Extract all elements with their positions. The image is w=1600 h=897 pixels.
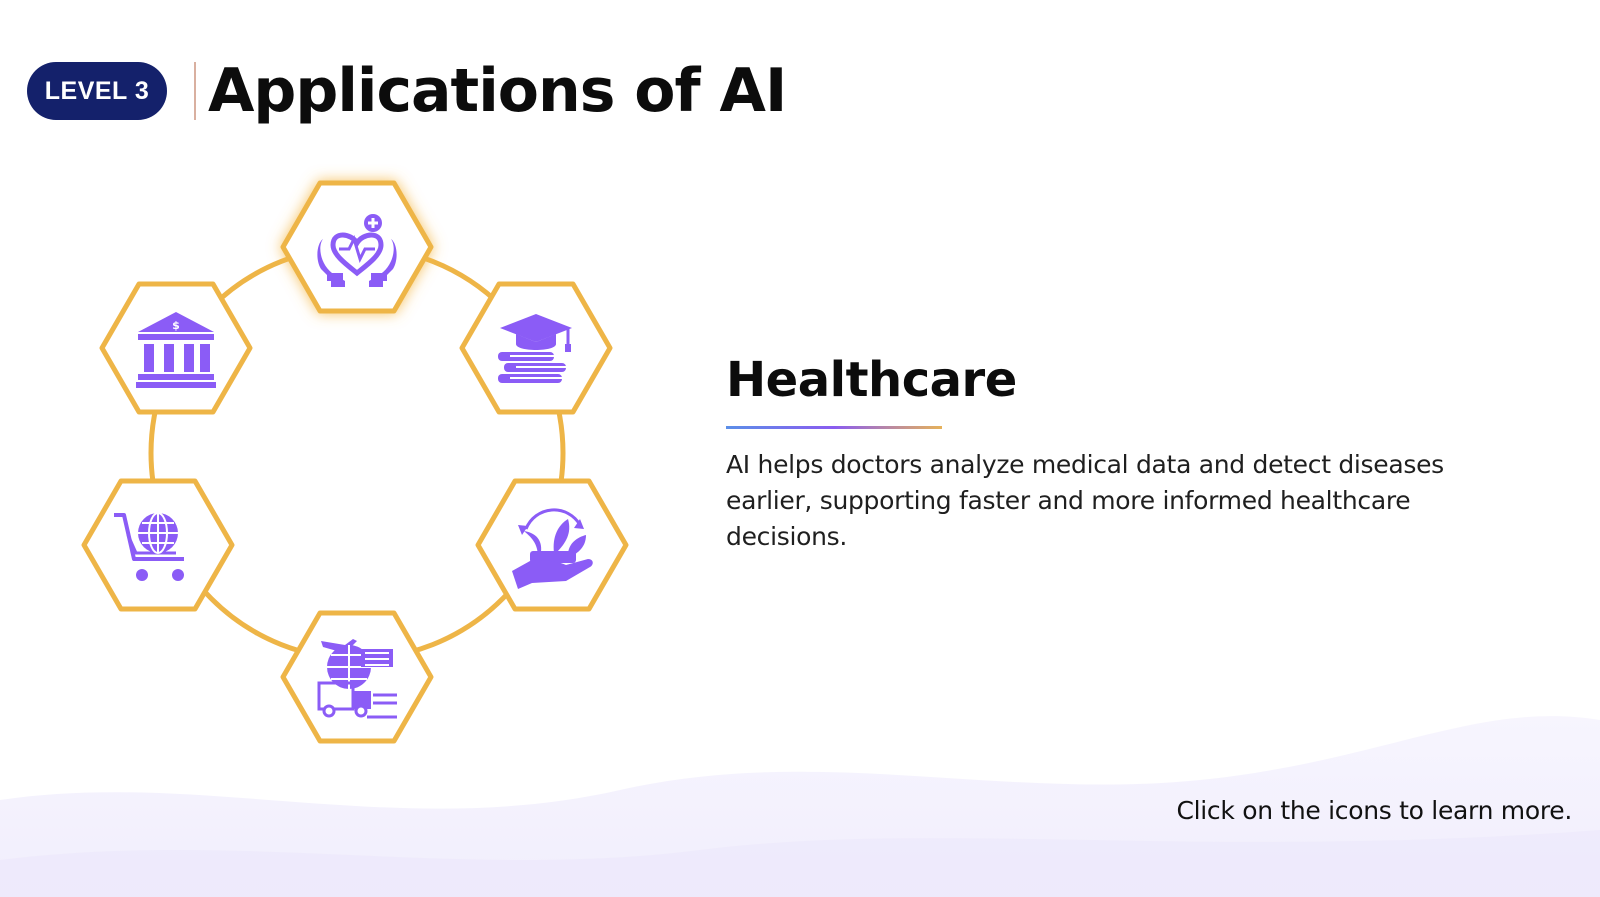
level-badge: LEVEL 3 — [27, 62, 167, 120]
logistics-button[interactable] — [280, 610, 434, 744]
graduation-cap-books-icon — [498, 314, 572, 383]
info-panel: Healthcare AI helps doctors analyze medi… — [726, 352, 1486, 555]
banking-button[interactable]: $ — [99, 281, 253, 415]
agriculture-button[interactable] — [475, 478, 629, 612]
hand-plant-icon — [512, 508, 593, 589]
svg-text:$: $ — [172, 319, 180, 332]
bank-icon: $ — [136, 312, 216, 388]
page-title: Applications of AI — [208, 56, 787, 126]
info-underline — [726, 425, 942, 429]
header: LEVEL 3 Applications of AI — [27, 56, 787, 126]
shipping-logistics-icon — [317, 639, 397, 719]
healthcare-hands-heart-icon — [317, 214, 397, 287]
education-button[interactable] — [459, 281, 613, 415]
info-title: Healthcare — [726, 352, 1017, 408]
hint-text: Click on the icons to learn more. — [1176, 796, 1572, 825]
ecommerce-button[interactable] — [81, 478, 235, 612]
info-description: AI helps doctors analyze medical data an… — [726, 449, 1444, 551]
header-divider — [194, 62, 196, 120]
healthcare-button[interactable] — [280, 180, 434, 314]
shopping-cart-globe-icon — [114, 512, 184, 581]
